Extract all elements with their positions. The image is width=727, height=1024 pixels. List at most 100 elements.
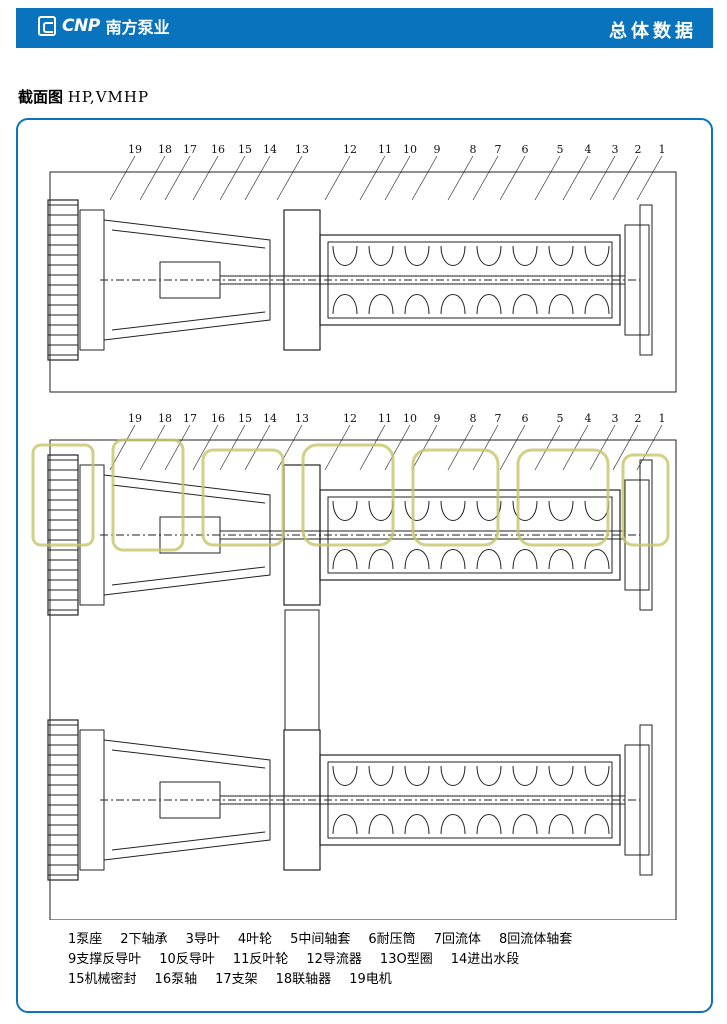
- leader-line: [411, 155, 438, 201]
- part-label: 9: [434, 143, 441, 156]
- part-label: 2: [635, 412, 642, 425]
- legend-item: 7回流体: [433, 932, 481, 947]
- legend-item: 12导流器: [306, 952, 362, 967]
- legend-item: 16泵轴: [154, 972, 198, 987]
- logo-text: CNP: [62, 16, 100, 36]
- leader-line: [636, 424, 663, 471]
- leader-line: [384, 424, 411, 471]
- part-label: 15: [238, 412, 252, 425]
- leader-line: [384, 155, 411, 201]
- leader-line: [324, 424, 351, 471]
- leader-line: [499, 424, 526, 471]
- leader-line: [192, 155, 219, 201]
- leader-line: [244, 155, 271, 201]
- leader-line: [534, 155, 561, 201]
- company-logo: CNP 南方泵业: [38, 14, 170, 38]
- legend-item: 6耐压筒: [368, 932, 416, 947]
- part-label: 16: [211, 412, 225, 425]
- section-title: 截面图 HP,VMHP: [18, 86, 149, 107]
- leader-line: [447, 424, 474, 471]
- section-title-en: HP,VMHP: [67, 88, 150, 106]
- header-bar: [16, 8, 713, 48]
- pump-assembly: [47, 199, 653, 361]
- legend-item: 11反叶轮: [232, 952, 289, 967]
- part-label: 11: [378, 412, 392, 425]
- section-title-cn: 截面图: [18, 88, 64, 106]
- leader-line: [636, 155, 663, 201]
- part-label: 16: [211, 143, 225, 156]
- legend-item: 15机械密封: [68, 972, 137, 987]
- part-label: 14: [263, 143, 277, 156]
- part-label: 19: [128, 143, 142, 156]
- part-label: 4: [585, 143, 592, 156]
- part-label: 2: [635, 143, 642, 156]
- part-label: 1: [659, 412, 666, 425]
- watermark-overlay: [31, 438, 670, 552]
- pump-assembly: [47, 719, 653, 881]
- leader-line: [164, 424, 191, 471]
- company-name: 南方泵业: [105, 18, 170, 37]
- leader-line: [472, 155, 499, 201]
- bottom-frame: [49, 439, 677, 920]
- leader-line: [359, 155, 386, 201]
- leader-line: [219, 424, 246, 471]
- legend-item: 13O型圈: [379, 952, 433, 967]
- leader-line: [472, 424, 499, 471]
- part-label: 18: [158, 143, 172, 156]
- part-label: 12: [343, 143, 357, 156]
- part-label: 13: [295, 143, 309, 156]
- legend-item: 9支撑反导叶: [68, 952, 142, 967]
- part-label: 6: [522, 143, 529, 156]
- legend-item: 2下轴承: [120, 932, 168, 947]
- leader-line: [324, 155, 351, 201]
- leader-line: [562, 155, 589, 201]
- part-label: 10: [403, 412, 417, 425]
- legend-item: 1泵座: [68, 932, 103, 947]
- leader-line: [139, 155, 166, 201]
- leader-line: [447, 155, 474, 201]
- part-label: 5: [557, 412, 564, 425]
- part-label: 14: [263, 412, 277, 425]
- part-label: 7: [495, 412, 502, 425]
- leader-line: [589, 155, 616, 201]
- pump-sections: [47, 171, 677, 920]
- leader-line: [359, 424, 386, 471]
- part-label: 13: [295, 412, 309, 425]
- part-label: 3: [612, 143, 619, 156]
- legend-item: 18联轴器: [275, 972, 332, 987]
- part-label: 12: [343, 412, 357, 425]
- part-label: 10: [403, 143, 417, 156]
- part-label: 9: [434, 412, 441, 425]
- part-label: 15: [238, 143, 252, 156]
- legend-item: 5中间轴套: [290, 932, 351, 947]
- legend-item: 19电机: [349, 972, 392, 987]
- part-label: 18: [158, 412, 172, 425]
- part-label: 17: [183, 143, 197, 156]
- part-label: 4: [585, 412, 592, 425]
- connecting-pipe: [284, 609, 320, 731]
- legend-item: 10反导叶: [159, 952, 215, 967]
- pump-assembly: [47, 454, 653, 616]
- top-frame: [49, 171, 677, 393]
- leader-line: [192, 424, 219, 471]
- leader-line: [276, 424, 303, 471]
- leader-line: [139, 424, 166, 471]
- part-label: 19: [128, 412, 142, 425]
- part-label: 7: [495, 143, 502, 156]
- part-label: 11: [378, 143, 392, 156]
- part-label: 1: [659, 143, 666, 156]
- leader-line: [612, 155, 639, 201]
- legend-row-3: 15机械密封 16泵轴 17支架 18联轴器 19电机: [68, 970, 590, 990]
- leader-line: [589, 424, 616, 471]
- drawing-panel: [16, 118, 713, 1013]
- part-label: 8: [470, 143, 477, 156]
- page-title: 总体数据: [609, 21, 697, 42]
- legend-item: 17支架: [215, 972, 258, 987]
- legend-item: 3导叶: [185, 932, 220, 947]
- part-label: 17: [183, 412, 197, 425]
